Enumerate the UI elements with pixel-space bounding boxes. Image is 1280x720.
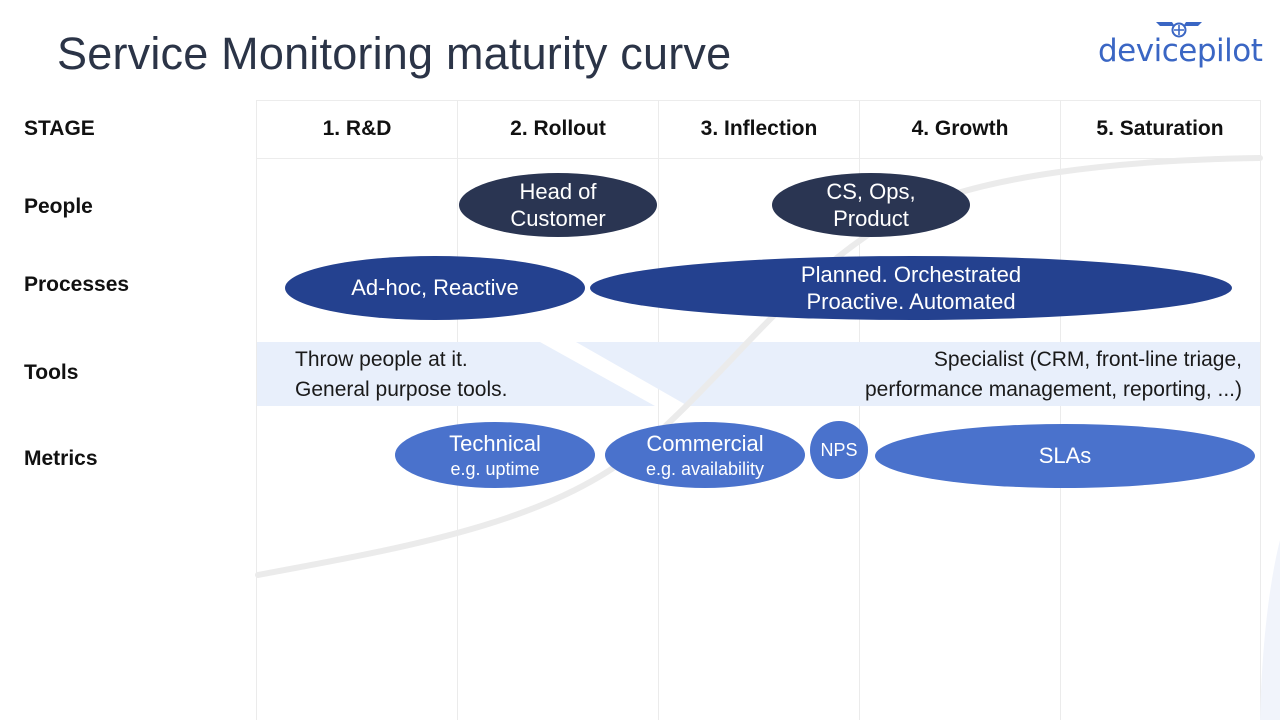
row-label-processes: Processes	[24, 273, 130, 296]
drone-icon	[1156, 22, 1202, 38]
row-label-stage: STAGE	[24, 117, 95, 140]
row-label-tools: Tools	[24, 361, 79, 384]
slide-title: Service Monitoring maturity curve	[57, 28, 732, 79]
row-label-metrics: Metrics	[24, 447, 98, 470]
stage-inflection: 3. Inflection	[700, 117, 818, 140]
metric-slas: SLAs	[875, 424, 1255, 488]
people-cs-ops-product: CS, Ops, Product	[772, 173, 970, 237]
stage-saturation: 5. Saturation	[1096, 117, 1224, 140]
tools-general-purpose: Throw people at it. General purpose tool…	[295, 348, 508, 401]
tools-specialist: Specialist (CRM, front-line triage, perf…	[864, 348, 1242, 401]
stage-rollout: 2. Rollout	[510, 117, 606, 140]
logo-text: devicepilot	[1098, 33, 1263, 69]
corner-decoration	[1260, 540, 1280, 720]
stage-rd: 1. R&D	[322, 117, 392, 140]
process-planned-proactive: Planned. Orchestrated Proactive. Automat…	[590, 256, 1232, 320]
metric-nps: NPS	[810, 421, 868, 479]
devicepilot-logo: devicepilot	[1098, 18, 1263, 70]
metric-technical: Technical e.g. uptime	[395, 422, 595, 488]
row-label-people: People	[24, 195, 93, 218]
metric-commercial: Commercial e.g. availability	[605, 422, 805, 488]
people-head-of-customer: Head of Customer	[459, 173, 657, 237]
stage-growth: 4. Growth	[911, 117, 1009, 140]
process-ad-hoc-reactive: Ad-hoc, Reactive	[285, 256, 585, 320]
